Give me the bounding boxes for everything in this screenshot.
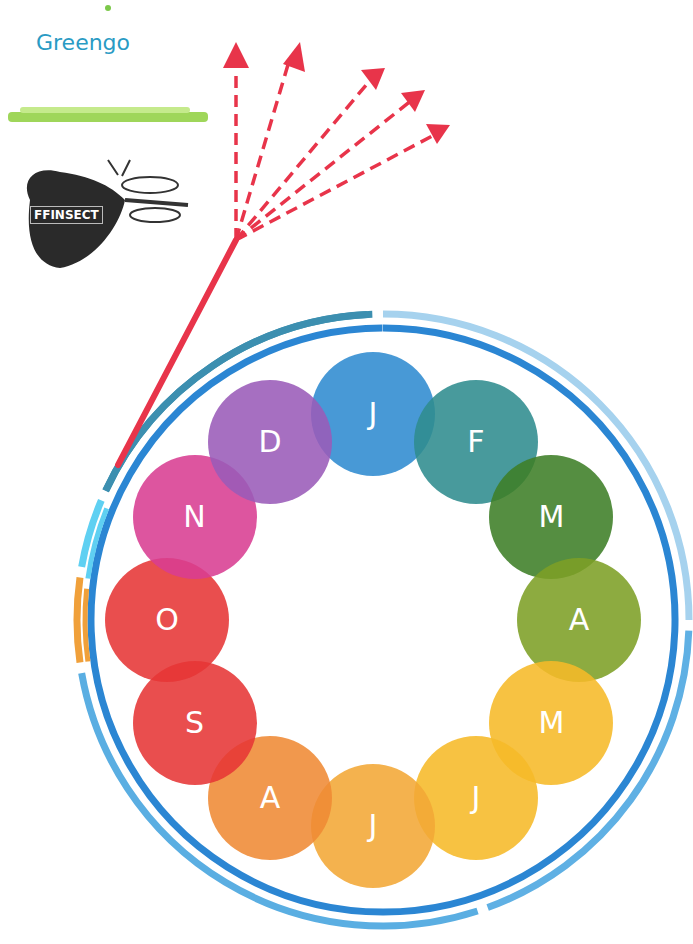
month-letter: F (467, 427, 484, 457)
month-letter: N (183, 502, 205, 532)
month-letter: A (260, 783, 281, 813)
month-circle: D (208, 380, 332, 504)
month-letter: A (569, 605, 590, 635)
ring-arc (88, 508, 107, 578)
insect-logo (27, 160, 188, 268)
month-letter: M (538, 708, 564, 738)
month-letter: S (185, 708, 204, 738)
month-letter: D (258, 427, 281, 457)
month-ring (77, 314, 689, 926)
ring-arc (383, 314, 689, 620)
logo-text: FFINSECT (30, 206, 103, 224)
month-letter: J (369, 399, 378, 429)
logo-text: Greengo (36, 30, 130, 55)
month-letter: O (155, 605, 179, 635)
grass-strip (8, 5, 208, 122)
ring-arc (77, 577, 80, 662)
month-letter: J (472, 783, 481, 813)
month-letter: J (369, 811, 378, 841)
ring-arc (91, 328, 675, 912)
month-letter: M (538, 502, 564, 532)
ring-arc (85, 589, 88, 662)
